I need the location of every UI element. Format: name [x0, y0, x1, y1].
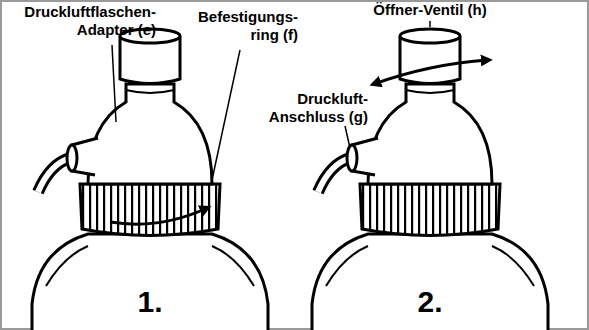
turn-arrow: [110, 208, 207, 224]
leader-line: [212, 50, 240, 180]
part-label: Druckluftflaschen- Adapter (e): [6, 3, 156, 39]
part-label: Öffner-Ventil (h): [373, 1, 486, 19]
leader-line: [345, 126, 350, 148]
callout-number: 1.: [135, 286, 164, 318]
leader-line: [429, 21, 431, 27]
part-label: Druckluft- Anschluss (g): [258, 90, 368, 126]
callout-number: 2.: [415, 286, 444, 318]
turn-arrow: [374, 60, 488, 84]
part-label: Befestigungs- ring (f): [188, 8, 298, 44]
leader-line: [112, 45, 116, 122]
